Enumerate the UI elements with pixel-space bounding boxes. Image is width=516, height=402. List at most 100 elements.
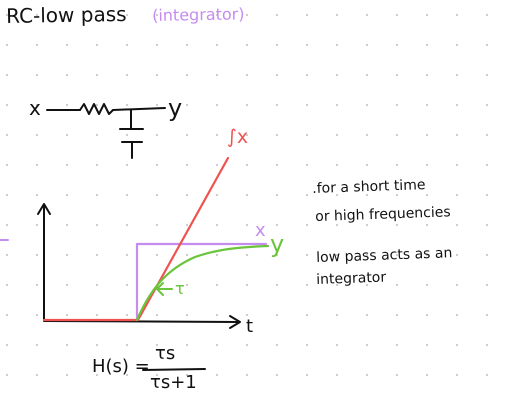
grid-dot xyxy=(95,223,99,227)
grid-dot xyxy=(395,133,399,137)
transfer-function-numerator: τs xyxy=(155,343,176,364)
grid-dot xyxy=(395,163,399,167)
input-step-curve xyxy=(135,242,268,322)
grid-dot xyxy=(185,343,189,347)
grid-dot xyxy=(65,43,69,47)
grid-dot xyxy=(425,223,429,227)
grid-dot xyxy=(5,13,9,17)
grid-dot xyxy=(35,223,39,227)
grid-dot xyxy=(305,193,309,197)
grid-dot xyxy=(65,193,69,197)
grid-dot xyxy=(395,373,399,377)
grid-dot xyxy=(185,103,189,107)
grid-dot xyxy=(485,283,489,287)
grid-dot xyxy=(275,13,279,17)
grid-dot xyxy=(95,13,99,17)
grid-dot xyxy=(305,343,309,347)
grid-dot xyxy=(485,253,489,257)
grid-dot xyxy=(65,313,69,317)
grid-dot xyxy=(275,163,279,167)
grid-dot xyxy=(305,283,309,287)
grid-dot xyxy=(5,163,9,167)
grid-dot xyxy=(365,133,369,137)
grid-dot xyxy=(335,103,339,107)
tau-arrow xyxy=(156,282,173,296)
grid-dot xyxy=(455,163,459,167)
grid-dot xyxy=(485,223,489,227)
grid-dot xyxy=(185,283,189,287)
grid-dot xyxy=(125,223,129,227)
grid-dot xyxy=(305,223,309,227)
output-curve-label: y xyxy=(270,230,285,258)
grid-dot xyxy=(95,103,99,107)
grid-dot xyxy=(245,43,249,47)
grid-dot xyxy=(335,43,339,47)
grid-dot xyxy=(275,133,279,137)
grid-dot xyxy=(335,223,339,227)
grid-dot xyxy=(275,43,279,47)
grid-dot xyxy=(425,13,429,17)
grid-dot xyxy=(155,43,159,47)
grid-dot xyxy=(485,163,489,167)
grid-dot xyxy=(185,193,189,197)
grid-dot xyxy=(125,13,129,17)
grid-dot xyxy=(65,103,69,107)
grid-dot xyxy=(65,223,69,227)
grid-dot xyxy=(185,133,189,137)
grid-dot xyxy=(395,193,399,197)
integral-label: ∫x xyxy=(227,126,249,148)
grid-dot xyxy=(95,73,99,77)
note-line-4: integrator xyxy=(315,269,387,288)
grid-dot xyxy=(485,373,489,377)
grid-dot xyxy=(335,343,339,347)
grid-dot xyxy=(425,193,429,197)
grid-dot xyxy=(245,73,249,77)
grid-dot xyxy=(185,43,189,47)
grid-dot xyxy=(215,43,219,47)
grid-dot xyxy=(185,253,189,257)
grid-dot xyxy=(155,133,159,137)
note-line-1: .for a short time xyxy=(311,177,426,197)
grid-dot xyxy=(395,313,399,317)
grid-dot xyxy=(35,193,39,197)
grid-dot xyxy=(125,73,129,77)
grid-dot xyxy=(245,103,249,107)
grid-dot xyxy=(155,193,159,197)
grid-dot xyxy=(305,313,309,317)
grid-dot xyxy=(245,13,249,17)
grid-dot xyxy=(455,13,459,17)
grid-dot xyxy=(275,193,279,197)
grid-dot xyxy=(215,313,219,317)
grid-dot xyxy=(425,313,429,317)
grid-dot xyxy=(215,253,219,257)
graph-axes xyxy=(37,203,241,329)
grid-dot xyxy=(365,343,369,347)
grid-dot xyxy=(245,283,249,287)
grid-dot xyxy=(365,223,369,227)
tau-label: τ xyxy=(175,279,185,298)
grid-dot xyxy=(35,73,39,77)
grid-dot xyxy=(455,283,459,287)
grid-dot xyxy=(35,343,39,347)
grid-dot xyxy=(485,43,489,47)
grid-dot xyxy=(125,193,129,197)
grid-dot xyxy=(455,373,459,377)
grid-dot xyxy=(335,163,339,167)
grid-dot xyxy=(455,343,459,347)
output-response-curve xyxy=(135,244,270,322)
grid-dot xyxy=(35,373,39,377)
fraction-bar xyxy=(142,368,206,371)
grid-dot xyxy=(125,163,129,167)
grid-dot xyxy=(365,43,369,47)
rc-circuit xyxy=(46,103,166,159)
grid-dot xyxy=(275,103,279,107)
grid-dot xyxy=(245,373,249,377)
grid-dot xyxy=(5,373,9,377)
grid-dot xyxy=(35,283,39,287)
grid-dot xyxy=(215,133,219,137)
grid-dot xyxy=(215,13,219,17)
grid-dot xyxy=(155,103,159,107)
